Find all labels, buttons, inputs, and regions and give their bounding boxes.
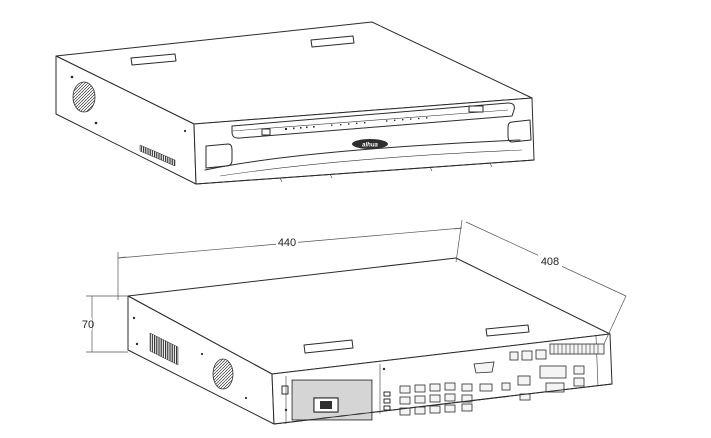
rear-unit-hdmi-port xyxy=(479,383,493,392)
rear-unit-screw-terminals xyxy=(383,391,391,411)
rear-unit-vga-port xyxy=(473,361,495,374)
front-unit-lid-tab-left xyxy=(130,53,177,66)
rear-unit-side-vent xyxy=(149,332,179,366)
width-dimension-label: 440 xyxy=(278,237,296,249)
front-unit-power-button xyxy=(261,128,271,136)
front-unit-brand-logo: alhua xyxy=(362,143,378,149)
height-dimension-label: 70 xyxy=(82,319,94,331)
rear-view-unit xyxy=(127,257,613,425)
rear-unit-video-ports xyxy=(399,382,473,416)
front-unit-handle-right xyxy=(507,119,532,143)
rear-unit-lid-tab-left xyxy=(303,339,354,354)
front-unit-side-vent xyxy=(139,144,176,167)
front-unit-lid-tab-right xyxy=(310,35,355,48)
front-unit-screw xyxy=(70,75,74,79)
rear-unit-alarm-terminal xyxy=(549,343,605,355)
rear-unit-fan-grille xyxy=(212,358,234,390)
front-unit-usb-port xyxy=(468,105,484,113)
depth-dimension-label: 408 xyxy=(541,256,559,268)
front-unit-screw xyxy=(183,129,187,133)
front-view-unit: alhua xyxy=(55,21,535,185)
rear-unit-network-ports xyxy=(509,349,547,386)
front-unit-indicator-leds xyxy=(285,117,428,130)
front-unit-fan-grille xyxy=(72,81,96,113)
rear-unit-esata-ports xyxy=(519,365,585,401)
front-unit-logo-badge xyxy=(352,139,388,149)
rear-unit-lid-tab-right xyxy=(485,324,530,337)
dimension-annotations: 440 408 70 xyxy=(78,219,627,353)
rear-unit-serial-port xyxy=(539,365,567,379)
front-unit-screw xyxy=(94,121,98,125)
front-unit-bezel xyxy=(231,102,515,139)
front-unit-handle-left xyxy=(205,143,233,169)
